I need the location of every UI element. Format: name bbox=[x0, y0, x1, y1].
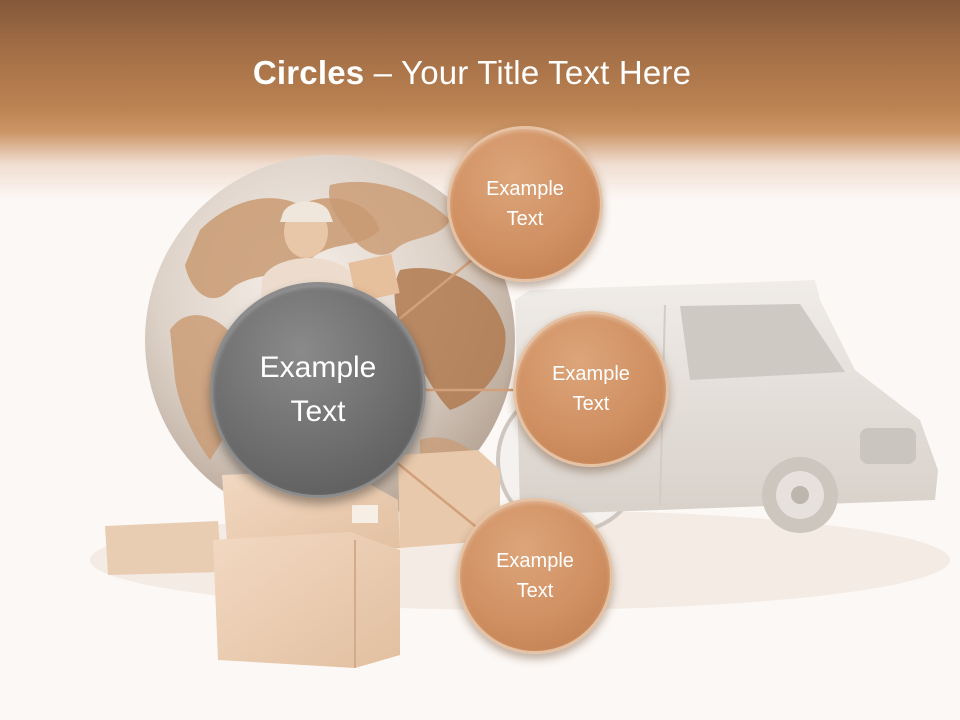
title-bold-text: Circles bbox=[252, 54, 365, 91]
circle-item-2[interactable]: Example Text bbox=[513, 311, 669, 467]
main-circle[interactable]: Example Text bbox=[210, 282, 426, 498]
slide-title: Circles – Your Title Text Here bbox=[0, 54, 944, 92]
circle-item-label: Example Text bbox=[552, 363, 630, 415]
circle-item-label: Example Text bbox=[486, 178, 564, 230]
circle-item-3[interactable]: Example Text bbox=[457, 498, 613, 654]
circle-item-1[interactable]: Example Text bbox=[447, 126, 603, 282]
title-rest-text: – Your Title Text Here bbox=[364, 54, 692, 91]
cardboard-boxes-image bbox=[105, 450, 500, 668]
main-circle-label: Example Text bbox=[259, 351, 377, 428]
connector-lines bbox=[395, 254, 516, 531]
circle-item-label: Example Text bbox=[496, 550, 574, 602]
